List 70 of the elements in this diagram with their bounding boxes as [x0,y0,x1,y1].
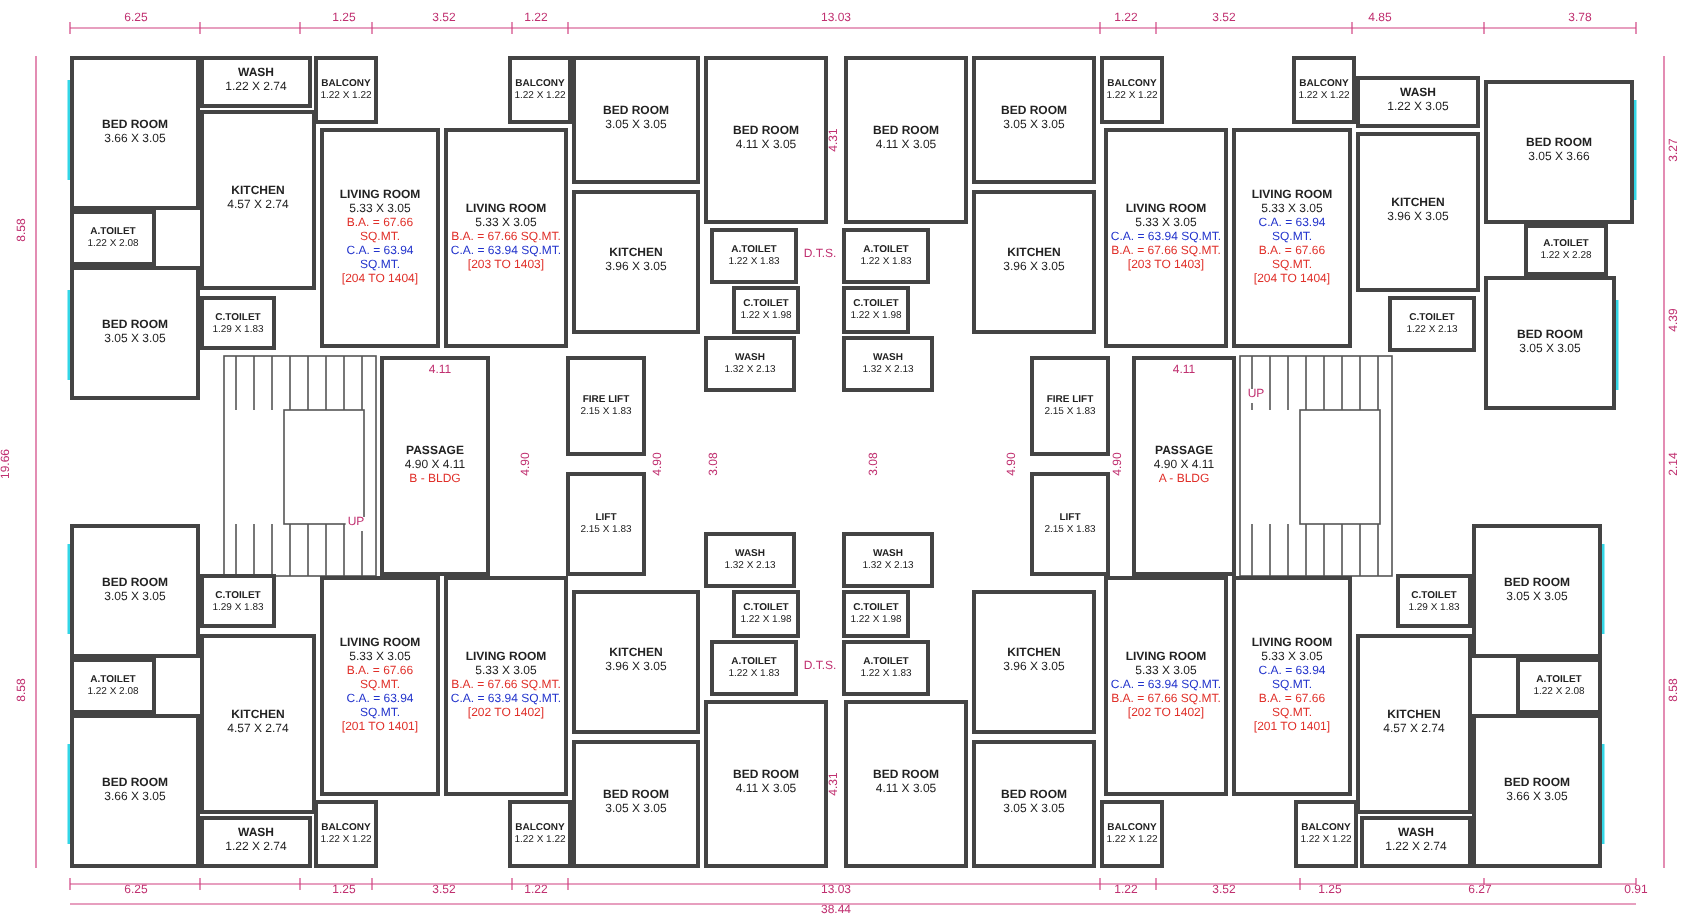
room-outline [972,190,1096,334]
room-outline [972,56,1096,184]
room-outline [1356,76,1480,128]
room-outline [380,356,490,576]
room-outline [1356,132,1480,292]
room-outline [1524,224,1608,276]
room-outline [1472,524,1602,658]
room-outline [704,56,828,224]
room-outline [444,128,568,348]
room-outline [572,56,700,184]
room-outline [508,56,572,124]
room-outline [566,472,646,576]
room-outline [70,658,156,714]
room-outline [314,56,378,124]
room-outline [1388,296,1476,352]
room-outline [1030,356,1110,456]
room-outline [200,634,316,814]
room-outline [70,56,200,210]
room-outline [842,590,910,638]
room-outline [572,740,700,868]
room-outline [1356,634,1472,814]
room-outline [1232,128,1352,348]
room-outline [1100,56,1164,124]
room-outline [572,590,700,734]
room-outline [1292,56,1356,124]
room-outline [1294,800,1358,868]
room-outline [1104,128,1228,348]
room-outline [320,128,440,348]
room-outline [732,286,800,334]
room-outline [320,576,440,796]
room-outline [1484,276,1616,410]
room-outline [844,700,968,868]
room-outline [1396,574,1472,628]
room-outline [842,286,910,334]
room-outline [70,714,200,868]
room-outline [200,816,312,868]
room-outline [70,210,156,266]
room-outline [710,228,798,284]
room-outline [200,296,276,350]
room-outline [1472,714,1602,868]
room-outline [508,800,572,868]
room-outline [1484,80,1634,224]
room-outline [1030,472,1110,576]
room-outline [1516,658,1602,714]
room-outline [972,590,1096,734]
room-outline [70,524,200,658]
room-outline [842,336,934,392]
room-outline [704,336,796,392]
room-outline [200,56,312,108]
room-outline [200,110,316,290]
room-outline [842,228,930,284]
room-outline [972,740,1096,868]
room-outline [842,532,934,588]
room-outline [314,800,378,868]
room-outline [70,266,200,400]
room-outline [444,576,568,796]
room-outline [704,532,796,588]
room-outline [842,640,930,696]
room-outline [704,700,828,868]
room-outline [1232,576,1352,796]
room-outline [572,190,700,334]
room-outline [1104,576,1228,796]
room-outline [1132,356,1236,576]
room-outline [1360,816,1472,868]
room-outline [844,56,968,224]
room-outline [732,590,800,638]
room-outline [566,356,646,456]
room-outline [1100,800,1164,868]
room-outline [200,574,276,628]
room-outline [710,640,798,696]
